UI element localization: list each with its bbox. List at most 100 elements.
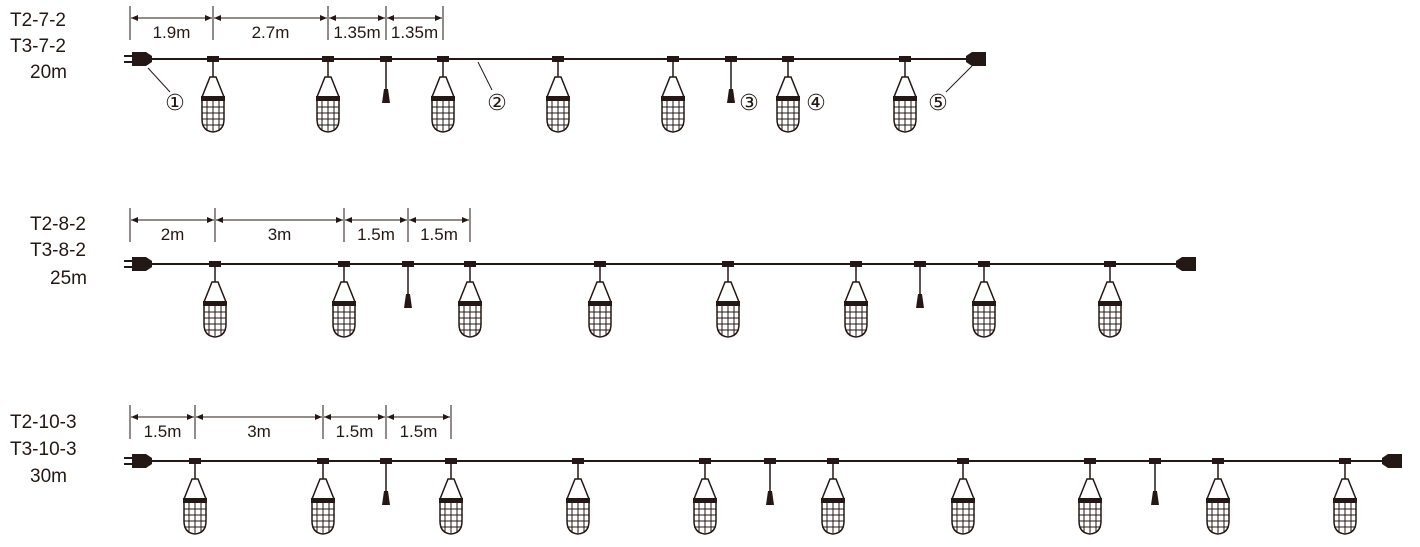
lamp-collar bbox=[972, 301, 996, 306]
tee-connector bbox=[338, 261, 350, 267]
tee-connector bbox=[850, 261, 862, 267]
spare-cap bbox=[382, 89, 390, 103]
tee-connector bbox=[725, 56, 737, 62]
lamp-socket-cover bbox=[438, 478, 464, 500]
lamp-socket-cover bbox=[1332, 478, 1358, 500]
arrow-head bbox=[131, 15, 138, 21]
spare-cap bbox=[727, 89, 735, 103]
cage-lamp bbox=[457, 267, 483, 338]
lamp-socket-cover bbox=[715, 281, 741, 303]
length-label: 20m bbox=[30, 62, 67, 83]
lamp-cage bbox=[203, 306, 227, 338]
model-label: T2-8-2 bbox=[30, 214, 86, 235]
lamp-socket-cover bbox=[692, 478, 718, 500]
dimension-label: 1.5m bbox=[336, 422, 374, 441]
lamp-collar bbox=[183, 498, 207, 503]
cage-lamp bbox=[182, 464, 208, 535]
arrow-head bbox=[387, 15, 394, 21]
spare-socket bbox=[404, 267, 412, 308]
dimension-label: 3m bbox=[247, 422, 271, 441]
tee-connector bbox=[445, 458, 457, 464]
lamp-cage bbox=[546, 101, 570, 133]
lamp-cage bbox=[844, 306, 868, 338]
lamp-cage bbox=[821, 503, 845, 535]
lamp-socket-cover bbox=[545, 76, 571, 98]
tee-connector bbox=[1149, 458, 1161, 464]
arrow-head bbox=[207, 217, 214, 223]
lamp-cage bbox=[693, 503, 717, 535]
cage-lamp bbox=[715, 267, 741, 338]
dimension: 1.5m bbox=[345, 217, 407, 244]
dimension: 1.35m bbox=[387, 15, 442, 42]
length-label: 30m bbox=[30, 466, 67, 487]
cage-lamp bbox=[692, 464, 718, 535]
tee-connector bbox=[402, 261, 414, 267]
dimension-label: 1.5m bbox=[420, 225, 458, 244]
cage-lamp bbox=[1332, 464, 1358, 535]
arrow-head bbox=[378, 414, 385, 420]
dimension-label: 1.9m bbox=[153, 23, 191, 42]
cage-lamp bbox=[950, 464, 976, 535]
cage-lamp bbox=[1205, 464, 1231, 535]
tee-connector bbox=[322, 56, 334, 62]
plug-body bbox=[132, 52, 152, 66]
cage-lamp bbox=[430, 62, 456, 133]
lamp-collar bbox=[201, 96, 225, 101]
tee-connector bbox=[1084, 458, 1096, 464]
lamp-collar bbox=[893, 96, 917, 101]
lamp-socket-cover bbox=[202, 281, 228, 303]
arrow-head bbox=[187, 414, 194, 420]
lamp-collar bbox=[311, 498, 335, 503]
dimension-label: 1.5m bbox=[144, 422, 182, 441]
socket-body bbox=[1382, 454, 1402, 468]
arrow-head bbox=[315, 414, 322, 420]
dimension-label: 3m bbox=[268, 225, 292, 244]
dimension: 3m bbox=[216, 217, 343, 244]
dimension-label: 1.5m bbox=[357, 225, 395, 244]
socket-body bbox=[966, 52, 986, 66]
lamp-cage bbox=[332, 306, 356, 338]
lamp-cage bbox=[1206, 503, 1230, 535]
model-label: T3-7-2 bbox=[10, 36, 66, 57]
cage-lamp bbox=[660, 62, 686, 133]
tee-connector bbox=[1339, 458, 1351, 464]
dimension: 1.9m bbox=[131, 15, 212, 42]
arrow-head bbox=[435, 15, 442, 21]
spare-cap bbox=[1151, 491, 1159, 505]
callout-number-3: ③ bbox=[739, 90, 759, 115]
cage-lamp bbox=[315, 62, 341, 133]
tee-connector bbox=[957, 458, 969, 464]
lamp-socket-cover bbox=[182, 478, 208, 500]
model-label: T2-10-3 bbox=[10, 412, 77, 433]
dimension: 1.5m bbox=[409, 217, 469, 244]
lamp-socket-cover bbox=[565, 478, 591, 500]
cage-lamp bbox=[843, 267, 869, 338]
lamp-collar bbox=[566, 498, 590, 503]
lamp-socket-cover bbox=[587, 281, 613, 303]
spare-cap bbox=[766, 491, 774, 505]
tee-connector bbox=[572, 458, 584, 464]
arrow-head bbox=[387, 414, 394, 420]
tee-connector bbox=[1212, 458, 1224, 464]
tee-connector bbox=[380, 56, 392, 62]
arrow-head bbox=[196, 414, 203, 420]
lamp-cage bbox=[431, 101, 455, 133]
lamp-cage bbox=[716, 306, 740, 338]
lamp-socket-cover bbox=[200, 76, 226, 98]
tee-connector bbox=[189, 458, 201, 464]
dimension: 1.35m bbox=[329, 15, 385, 42]
lamp-cage bbox=[588, 306, 612, 338]
lamp-cage bbox=[972, 306, 996, 338]
cage-lamp bbox=[200, 62, 226, 133]
cage-lamp bbox=[820, 464, 846, 535]
callout-number-2: ② bbox=[487, 90, 507, 115]
tee-connector bbox=[699, 458, 711, 464]
lamp-cage bbox=[1078, 503, 1102, 535]
arrow-head bbox=[400, 217, 407, 223]
spare-cap bbox=[916, 294, 924, 308]
model-label: T3-10-3 bbox=[10, 439, 77, 460]
lamp-collar bbox=[458, 301, 482, 306]
dimension-label: 2.7m bbox=[252, 23, 290, 42]
lamp-socket-cover bbox=[843, 281, 869, 303]
tee-connector bbox=[437, 56, 449, 62]
